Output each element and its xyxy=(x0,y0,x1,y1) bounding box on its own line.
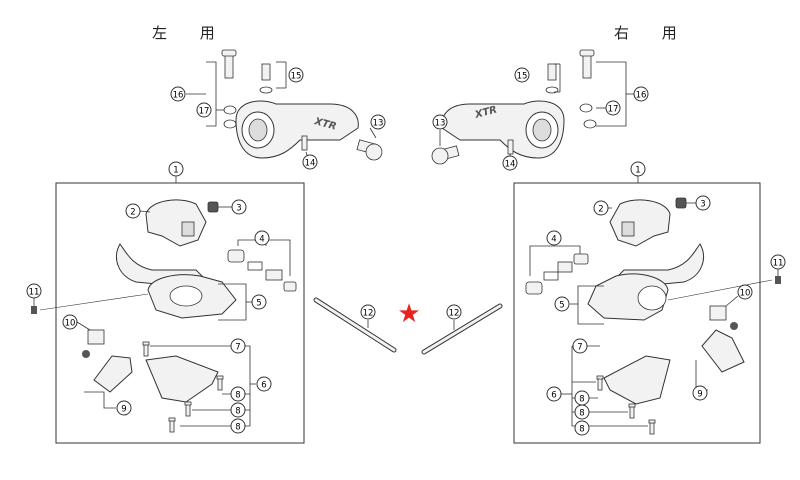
callout-8-right-c: 8 xyxy=(579,425,584,435)
right-assembly-frame xyxy=(513,182,761,444)
callout-13-left: 13 xyxy=(373,119,384,129)
left-lever-parts: 4 5 10 9 7 6 8 8 8 2 3 xyxy=(62,199,297,434)
callout-1-right: 1 xyxy=(635,166,640,176)
callout-8-left-a: 8 xyxy=(235,391,240,401)
right-spring-set xyxy=(525,253,589,295)
left-pin-14 xyxy=(301,135,308,151)
callout-4-right: 4 xyxy=(551,235,556,245)
left-clamp-bolt xyxy=(224,53,234,79)
callout-2-right: 2 xyxy=(598,205,603,215)
callout-17-right: 17 xyxy=(608,105,619,115)
callout-2-left: 2 xyxy=(130,208,135,218)
right-part-10 xyxy=(709,305,727,321)
callout-15-right: 15 xyxy=(517,72,528,82)
callout-8-right-b: 8 xyxy=(579,409,584,419)
heading-right-hand: 右 用 xyxy=(614,24,691,42)
callout-8-left-b: 8 xyxy=(235,407,240,417)
right-cap-3 xyxy=(675,197,687,209)
left-screw-11: 11 xyxy=(26,283,149,314)
callout-10-left: 10 xyxy=(65,319,76,329)
left-bottom-cover xyxy=(145,355,219,403)
callout-16-right: 16 xyxy=(636,91,647,101)
callout-12-left: 12 xyxy=(363,309,374,319)
right-callouts-top: 16 17 15 13 14 xyxy=(432,67,649,171)
callout-3-right: 3 xyxy=(700,200,705,210)
red-star-marker: ★ xyxy=(397,299,420,329)
left-lever-9 xyxy=(93,355,133,393)
heading-left-hand: 左 用 xyxy=(152,24,229,42)
callout-17-left: 17 xyxy=(199,107,210,117)
right-adjuster-13 xyxy=(431,145,460,165)
left-top-cover xyxy=(145,199,207,247)
left-shaft-12: 12 xyxy=(313,297,397,353)
callout-16-left: 16 xyxy=(173,91,184,101)
right-shaft-12: 12 xyxy=(421,303,503,355)
right-lever-parts: 4 5 10 9 7 6 8 8 8 2 3 xyxy=(525,195,753,436)
left-clamp-assembly: XTR xyxy=(186,49,383,161)
left-spring-set xyxy=(227,249,297,292)
callout-5-right: 5 xyxy=(559,301,564,311)
right-washer-17 xyxy=(579,103,593,113)
right-clamp-assembly: XTR xyxy=(431,49,634,165)
callout-3-left: 3 xyxy=(236,204,241,214)
callout-12-right: 12 xyxy=(449,309,460,319)
callout-13-right: 13 xyxy=(435,119,446,129)
callout-5-left: 5 xyxy=(256,299,261,309)
callout-8-left-c: 8 xyxy=(235,423,240,433)
left-assembly-frame xyxy=(55,182,305,444)
callout-6-left: 6 xyxy=(261,381,266,391)
right-bottom-cover xyxy=(603,355,671,405)
left-part-10 xyxy=(87,329,105,345)
left-cap-3 xyxy=(207,201,219,213)
callout-9-left: 9 xyxy=(121,405,126,415)
callout-6-right: 6 xyxy=(551,391,556,401)
callout-8-right-a: 8 xyxy=(579,395,584,405)
callout-14-right: 14 xyxy=(505,160,516,170)
left-washer-17 xyxy=(223,105,237,115)
right-top-cover xyxy=(609,199,671,247)
right-lever-9 xyxy=(701,329,745,373)
callout-14-left: 14 xyxy=(305,159,316,169)
callout-7-left: 7 xyxy=(235,343,240,353)
callout-1-left: 1 xyxy=(173,166,178,176)
right-pin-14 xyxy=(507,139,514,155)
left-screw-15 xyxy=(261,63,271,81)
callout-15-left: 15 xyxy=(291,72,302,82)
right-screw-11: 11 xyxy=(667,254,786,301)
callout-7-right: 7 xyxy=(577,343,582,353)
left-callouts-top: 16 17 15 13 14 xyxy=(170,67,386,170)
callout-4-left: 4 xyxy=(259,235,264,245)
left-adjuster-13 xyxy=(356,139,383,161)
callout-11-left: 11 xyxy=(29,288,40,298)
right-screw-15 xyxy=(547,63,557,81)
callout-10-right: 10 xyxy=(740,289,751,299)
callout-9-right: 9 xyxy=(697,390,702,400)
callout-11-right: 11 xyxy=(773,259,784,269)
right-clamp-bolt xyxy=(582,53,592,79)
